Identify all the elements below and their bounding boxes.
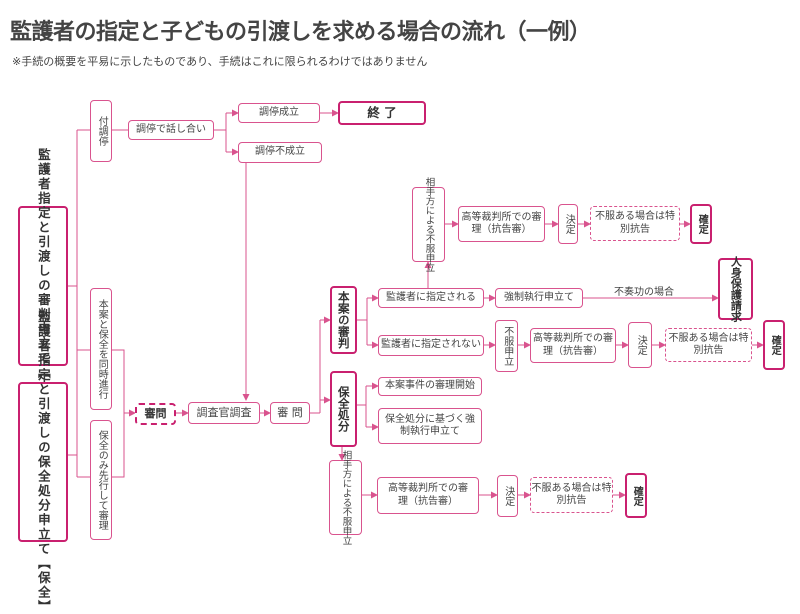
disclaimer-note: ※手続の概要を平易に示したものであり、手続はこれに限られるわけではありません: [12, 55, 428, 68]
enforcement-box: 強制執行申立て: [495, 288, 583, 308]
flow-connectors: [68, 109, 764, 499]
end-box: 終 了: [338, 101, 426, 125]
decision-mid-box: 決定: [628, 322, 652, 368]
decision-top-box: 決定: [558, 204, 578, 244]
high-court-top-box: 高等裁判所での審理（抗告審）: [458, 206, 545, 242]
special-appeal-mid-box: 不服ある場合は特別抗告: [665, 328, 752, 362]
not-designated-box: 監護者に指定されない: [378, 335, 484, 356]
investigation-box: 調査官調査: [188, 402, 260, 424]
hearing-mid-box: 審 問: [270, 402, 310, 424]
page-title: 監護者の指定と子どもの引渡しを求める場合の流れ（一例）: [10, 20, 591, 45]
interim-disposition-box: 保全処分: [330, 371, 357, 447]
appended-mediation-box: 付調停: [90, 100, 112, 162]
interim-first-box: 保全のみ先行して審理: [90, 420, 112, 540]
opponent-appeal-top-box: 相手方による不服申立: [412, 177, 445, 272]
enforcement-interim-box: 保全処分に基づく強制執行申立て: [378, 408, 482, 444]
mediation-failure-box: 調停不成立: [238, 142, 322, 163]
special-appeal-top-box: 不服ある場合は特別抗告: [590, 206, 680, 241]
concurrent-proceedings-box: 本案と保全を同時進行: [90, 288, 112, 410]
unsuccessful-label: 不奏功の場合: [614, 287, 674, 298]
appeal-mid-box: 不服申立: [495, 320, 518, 372]
case-main-application-box: 監護者指定と引渡しの審判申立て【本案】: [18, 148, 68, 424]
special-appeal-bottom-box: 不服ある場合は特別抗告: [530, 477, 613, 513]
high-court-bottom-box: 高等裁判所での審理（抗告審）: [377, 477, 479, 514]
habeas-corpus-box: 人身保護請求: [718, 256, 753, 322]
decision-bottom-box: 決定: [497, 475, 518, 517]
hearing-left-box: 審問: [135, 403, 176, 425]
final-top-box: 確定: [690, 204, 712, 244]
mediation-talk-box: 調停で話し合い: [128, 120, 214, 140]
designated-box: 監護者に指定される: [378, 288, 484, 308]
opponent-appeal-bottom-box: 相手方による不服申立: [329, 450, 362, 545]
final-bottom-box: 確定: [625, 473, 647, 518]
final-mid-box: 確定: [763, 320, 785, 370]
case-interim-application-box: 監護者指定と引渡しの保全処分申立て【保全】: [18, 310, 68, 614]
main-trial-box: 本案の審判: [330, 286, 357, 354]
mediation-success-box: 調停成立: [238, 103, 320, 123]
high-court-mid-box: 高等裁判所での審理（抗告審）: [530, 328, 616, 363]
start-main-trial-box: 本案事件の審理開始: [378, 377, 482, 396]
